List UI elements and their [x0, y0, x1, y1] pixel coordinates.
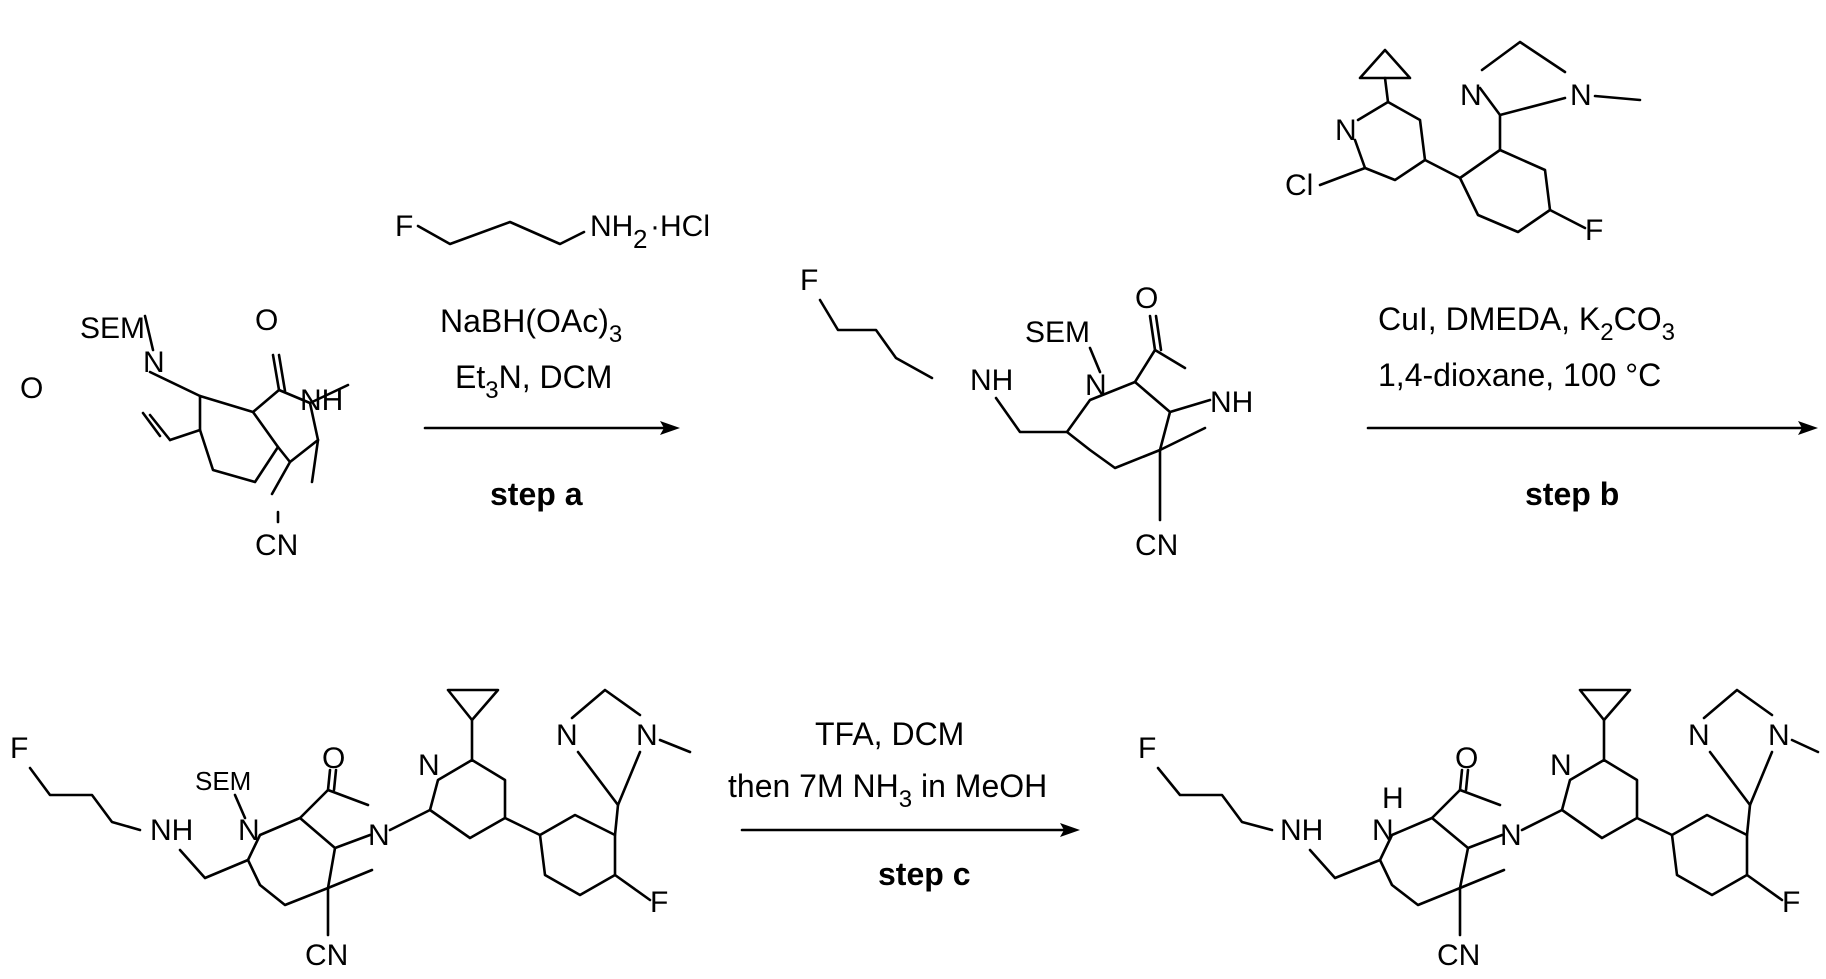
reagent-f-label: F — [1585, 214, 1603, 247]
c2-cn-label: CN — [1135, 529, 1178, 562]
sem-label: SEM — [80, 312, 145, 345]
c3-f-label: F — [10, 732, 28, 765]
reagent-n-im1-label: N — [1460, 79, 1482, 112]
step-a-reagent-line2: Et3N, DCM — [455, 359, 612, 404]
cn-label: CN — [255, 529, 298, 562]
c3-f-aryl-label: F — [650, 886, 668, 919]
c4-h-pyrrole-label: H — [1382, 782, 1404, 815]
step-c-reagent-line2: then 7M NH3 in MeOH — [728, 768, 1047, 813]
step-a: NaBH(OAc)3 Et3N, DCM step a — [425, 303, 680, 512]
reagent-aryl-halide: N N N F Cl — [1285, 42, 1640, 247]
c4-cn-label: CN — [1437, 939, 1480, 972]
c4-f-label: F — [1138, 732, 1156, 765]
step-b-reagent-line1: CuI, DMEDA, K2CO3 — [1378, 301, 1675, 346]
c2-nh-ring-label: NH — [1210, 386, 1253, 419]
c3-nh-amine-label: NH — [150, 814, 193, 847]
compound-4-product: F NH H N O N CN N N N F — [1138, 690, 1818, 972]
c3-sem-label: SEM — [195, 766, 251, 796]
c3-cn-label: CN — [305, 939, 348, 972]
reagent-fluoropropylamine: F NH 2 ·HCl — [395, 210, 710, 254]
step-c-label: step c — [878, 856, 970, 892]
step-b-label: step b — [1525, 476, 1619, 512]
reagent-nh2-subscript: 2 — [633, 224, 647, 254]
c2-sem-label: SEM — [1025, 316, 1090, 349]
c4-n-im1-label: N — [1688, 719, 1710, 752]
reagent-hcl-label: ·HCl — [650, 210, 710, 243]
compound-1-aldehyde: SEM N O O NH CN — [20, 304, 348, 562]
c3-n-im1-label: N — [556, 719, 578, 752]
c3-n-im2-label: N — [636, 719, 658, 752]
compound-2-amine: F NH SEM N NH O CN — [800, 264, 1253, 562]
c2-nh-amine-label: NH — [970, 364, 1013, 397]
reagent-cl-label: Cl — [1285, 169, 1313, 202]
c4-n-lactam-label: N — [1500, 819, 1522, 852]
compound-3-coupled: F NH SEM N O N CN N N N F — [10, 690, 690, 972]
c2-f-label: F — [800, 264, 818, 297]
reagent-nh2-label: NH — [590, 210, 633, 243]
c4-n-py-label: N — [1550, 749, 1572, 782]
step-c: TFA, DCM then 7M NH3 in MeOH step c — [728, 716, 1080, 892]
c4-nh-amine-label: NH — [1280, 814, 1323, 847]
c4-o-label: O — [1455, 742, 1478, 775]
step-a-label: step a — [490, 476, 583, 512]
c4-n1-label: N — [1372, 814, 1394, 847]
step-b: CuI, DMEDA, K2CO3 1,4-dioxane, 100 °C st… — [1368, 301, 1818, 512]
reagent-n-im2-label: N — [1570, 79, 1592, 112]
nh-label: NH — [300, 384, 343, 417]
c3-n-py-label: N — [418, 749, 440, 782]
step-a-reagent-line1: NaBH(OAc)3 — [440, 303, 622, 348]
reagent-n-py-label: N — [1335, 114, 1357, 147]
aldehyde-o-label: O — [20, 372, 43, 405]
c3-n-lactam-label: N — [368, 819, 390, 852]
c4-n-im2-label: N — [1768, 719, 1790, 752]
c3-o-label: O — [322, 742, 345, 775]
reagent-f-label: F — [395, 210, 413, 243]
step-c-reagent-line1: TFA, DCM — [815, 716, 964, 752]
c4-f-aryl-label: F — [1782, 886, 1800, 919]
c2-o-label: O — [1135, 282, 1158, 315]
step-b-reagent-line2: 1,4-dioxane, 100 °C — [1378, 357, 1661, 393]
carbonyl-o-label: O — [255, 304, 278, 337]
